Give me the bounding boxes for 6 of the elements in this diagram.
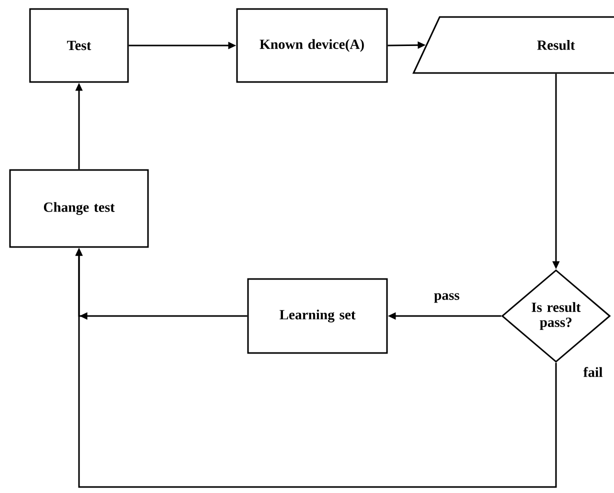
process-box: Learning set	[247, 278, 388, 354]
edge-label: pass	[432, 292, 461, 304]
edge-label: fail	[582, 366, 604, 378]
process-box: Known device(A)	[236, 8, 388, 83]
process-box: Change test	[9, 169, 149, 248]
process-box: Test	[29, 8, 129, 83]
